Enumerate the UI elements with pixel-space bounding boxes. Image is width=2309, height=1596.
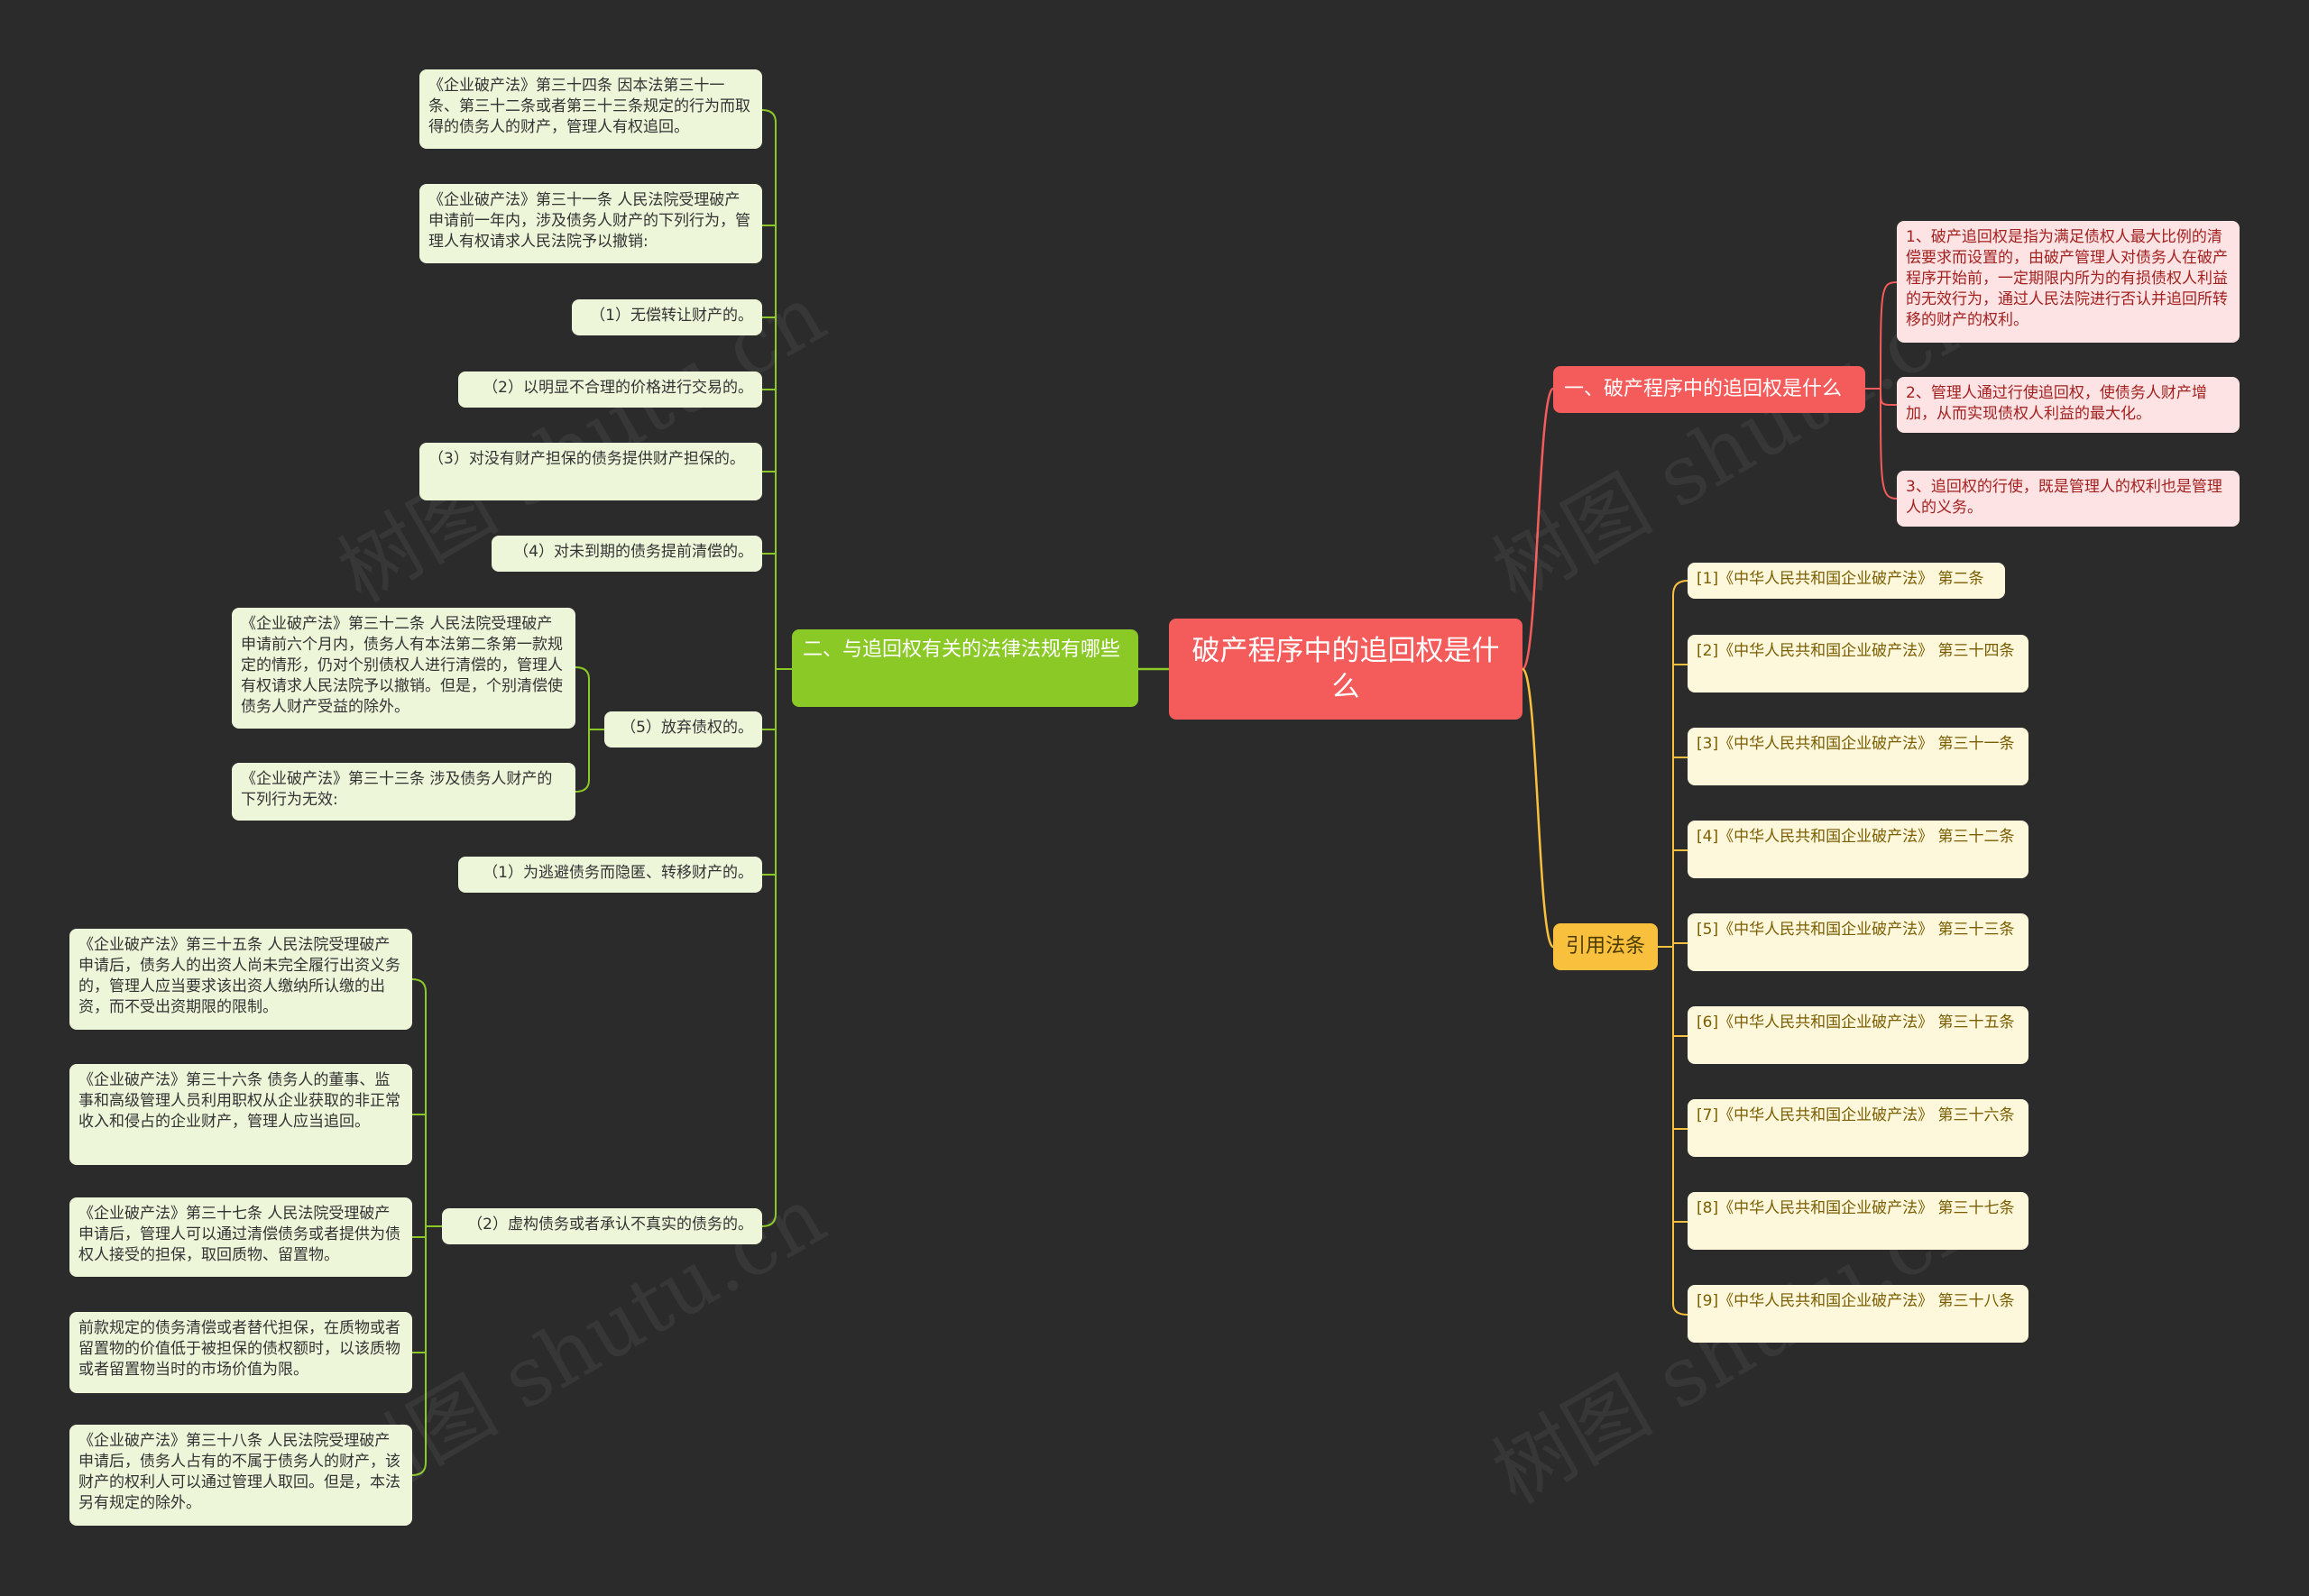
branch-what-is-recovery-right[interactable]: 一、破产程序中的追回权是什么 [1553,366,1865,413]
branch-cited-laws[interactable]: 引用法条 [1553,923,1658,970]
root-topic-label: 破产程序中的追回权是什么 [1191,635,1500,703]
law-ref-1[interactable]: [1]《中华人民共和国企业破产法》 第二条 [1688,563,2005,599]
law-ref-8[interactable]: [8]《中华人民共和国企业破产法》 第三十七条 [1688,1192,2028,1250]
law-art-33[interactable]: 《企业破产法》第三十三条 涉及债务人财产的下列行为无效: [232,763,575,821]
law-art-31[interactable]: 《企业破产法》第三十一条 人民法院受理破产申请前一年内，涉及债务人财产的下列行为… [419,184,762,263]
leaf-right-and-duty[interactable]: 3、追回权的行使，既是管理人的权利也是管理人的义务。 [1897,471,2240,527]
law-ref-7[interactable]: [7]《中华人民共和国企业破产法》 第三十六条 [1688,1099,2028,1157]
root-topic[interactable]: 破产程序中的追回权是什么 [1169,619,1522,720]
law-art-37[interactable]: 《企业破产法》第三十七条 人民法院受理破产申请后，管理人可以通过清偿债务或者提供… [69,1197,412,1277]
item-2-unreasonable-price[interactable]: （2）以明显不合理的价格进行交易的。 [458,371,762,408]
law-art-34[interactable]: 《企业破产法》第三十四条 因本法第三十一条、第三十二条或者第三十三条规定的行为而… [419,69,762,149]
link-root-branch1 [1521,387,1555,671]
item-5-waive-claim[interactable]: （5）放弃债权的。 [604,711,762,748]
law-ref-9[interactable]: [9]《中华人民共和国企业破产法》 第三十八条 [1688,1285,2028,1343]
branch-label: 二、与追回权有关的法律法规有哪些 [803,638,1121,661]
branch-label: 引用法条 [1565,935,1645,958]
guarantee-value-limit[interactable]: 前款规定的债务清偿或者替代担保，在质物或者留置物的价值低于被担保的债权额时，以该… [69,1312,412,1393]
law-art-32[interactable]: 《企业破产法》第三十二条 人民法院受理破产申请前六个月内，债务人有本法第二条第一… [232,608,575,729]
law-art-38[interactable]: 《企业破产法》第三十八条 人民法院受理破产申请后，债务人占有的不属于债务人的财产… [69,1425,412,1526]
branch-related-laws[interactable]: 二、与追回权有关的法律法规有哪些 [792,629,1138,707]
link-root-branch3 [1521,667,1555,949]
item-4-early-repayment[interactable]: （4）对未到期的债务提前清偿的。 [492,536,762,572]
item-1-hide-property[interactable]: （1）为逃避债务而隐匿、转移财产的。 [458,857,762,893]
item-3-property-guarantee[interactable]: （3）对没有财产担保的债务提供财产担保的。 [419,443,762,500]
law-ref-5[interactable]: [5]《中华人民共和国企业破产法》 第三十三条 [1688,913,2028,971]
law-ref-4[interactable]: [4]《中华人民共和国企业破产法》 第三十二条 [1688,821,2028,878]
item-2-false-debt[interactable]: （2）虚构债务或者承认不真实的债务的。 [442,1208,762,1244]
law-ref-6[interactable]: [6]《中华人民共和国企业破产法》 第三十五条 [1688,1006,2028,1064]
item-1-free-transfer[interactable]: （1）无偿转让财产的。 [572,299,762,335]
branch-label: 一、破产程序中的追回权是什么 [1564,378,1843,400]
law-art-36[interactable]: 《企业破产法》第三十六条 债务人的董事、监事和高级管理人员利用职权从企业获取的非… [69,1064,412,1165]
law-art-35[interactable]: 《企业破产法》第三十五条 人民法院受理破产申请后，债务人的出资人尚未完全履行出资… [69,929,412,1030]
law-ref-3[interactable]: [3]《中华人民共和国企业破产法》 第三十一条 [1688,728,2028,785]
leaf-definition[interactable]: 1、破产追回权是指为满足债权人最大比例的清偿要求而设置的，由破产管理人对债务人在… [1897,221,2240,343]
leaf-purpose[interactable]: 2、管理人通过行使追回权，使债务人财产增加，从而实现债权人利益的最大化。 [1897,377,2240,433]
law-ref-2[interactable]: [2]《中华人民共和国企业破产法》 第三十四条 [1688,635,2028,693]
